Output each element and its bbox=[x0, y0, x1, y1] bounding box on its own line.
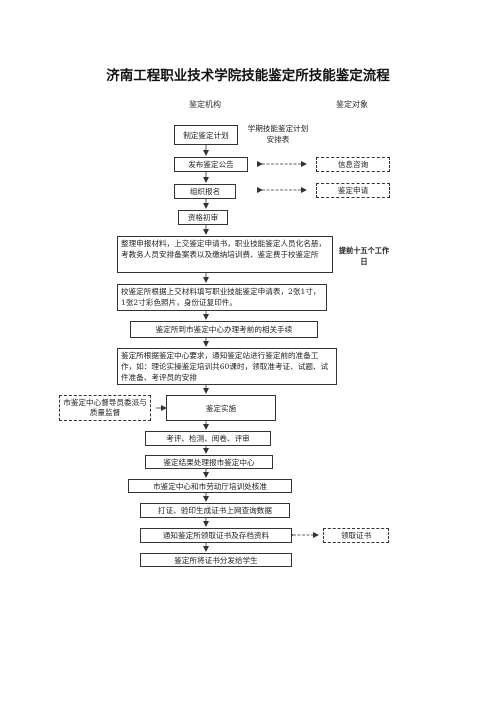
deadline-note: 提前十五个工作日 bbox=[338, 246, 390, 266]
step-approval: 市鉴定中心和市劳动厅培训处核准 bbox=[128, 479, 292, 493]
info-consult-box: 信息咨询 bbox=[316, 157, 390, 172]
step-exam-procedures: 鉴定所到市鉴定中心办理考前的相关手续 bbox=[130, 321, 318, 338]
step-evaluation: 考评、检测、阅卷、评审 bbox=[145, 431, 271, 446]
collect-certificate-box: 领取证书 bbox=[323, 528, 389, 543]
step-fill-application: 校鉴定所根据上交材料填写职业技能鉴定申请表，2张1寸，1张2寸彩色照片，身份证复… bbox=[117, 284, 327, 311]
step-registration: 组织报名 bbox=[174, 184, 236, 199]
step-distribute-certificates: 鉴定所将证书分发给学生 bbox=[140, 553, 292, 567]
step-announce: 发布鉴定公告 bbox=[174, 157, 248, 172]
step-conduct-exam: 鉴定实施 bbox=[166, 395, 276, 421]
column-header-institution: 鉴定机构 bbox=[189, 100, 221, 109]
supervision-box: 市鉴定中心督导员委派与质量监督 bbox=[59, 395, 151, 421]
step-make-plan: 制定鉴定计划 bbox=[174, 125, 238, 145]
step-notify-collect: 通知鉴定所领取证书及存档资料 bbox=[140, 528, 292, 543]
apply-box: 鉴定申请 bbox=[316, 183, 390, 198]
step-submit-materials: 整理申报材料，上交鉴定申请书，职业技能鉴定人员化名册，考教务人员安排备案表以及缴… bbox=[117, 236, 333, 273]
step-initial-review: 资格初审 bbox=[178, 210, 228, 225]
schedule-note: 学期技能鉴定计划安排表 bbox=[247, 124, 309, 144]
step-report-results: 鉴定结果处理报市鉴定中心 bbox=[145, 455, 273, 469]
step-print-certificates: 打证、验印生成证书上网查询数据 bbox=[140, 503, 290, 518]
column-header-candidate: 鉴定对象 bbox=[336, 100, 368, 109]
page-title: 济南工程职业技术学院技能鉴定所技能鉴定流程 bbox=[106, 68, 390, 84]
step-prepare-exam: 鉴定所根据鉴定中心要求，通知鉴定站进行鉴定前的准备工作，如：理论实操鉴定培训共6… bbox=[117, 348, 337, 385]
